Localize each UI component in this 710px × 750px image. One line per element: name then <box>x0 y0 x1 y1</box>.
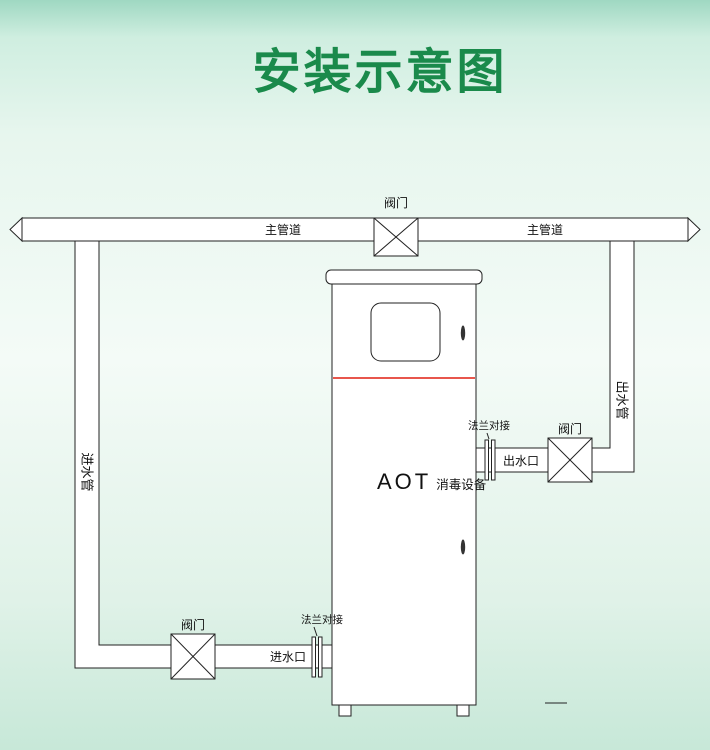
flange-inlet-plate-1 <box>311 636 316 678</box>
device-type-label: 消毒设备 <box>436 477 487 492</box>
pipe-end-arrow-left-icon <box>9 216 23 243</box>
cabinet-top-cap <box>325 269 483 285</box>
door-handle-bottom-icon <box>460 539 466 555</box>
valve-outlet-cross-icon <box>547 437 593 483</box>
cabinet-foot-left <box>338 704 352 717</box>
door-handle-top-icon <box>460 325 466 341</box>
flange-inlet-leader-line <box>313 626 318 637</box>
flange-outlet-leader-line <box>486 432 490 440</box>
cabinet-foot-right <box>456 704 470 717</box>
outlet-pipe-label: 出水管 <box>615 380 630 419</box>
inlet-port-label: 进水口 <box>270 650 306 664</box>
flange-outlet-label: 法兰对接 <box>468 419 510 432</box>
inlet-pipe <box>74 240 333 669</box>
valve-inlet <box>170 633 216 680</box>
valve-inlet-cross-icon <box>170 633 216 680</box>
main-pipe-label-left: 主管道 <box>265 222 301 237</box>
main-pipe-label-right: 主管道 <box>527 222 563 237</box>
flange-inlet <box>311 636 323 678</box>
valve-inlet-label: 阀门 <box>181 617 205 632</box>
valve-outlet-label: 阀门 <box>558 421 582 436</box>
main-pipe-body <box>21 217 689 242</box>
pipe-end-arrow-right-icon <box>687 216 701 243</box>
inlet-pipe-label: 进水管 <box>80 452 95 491</box>
valve-top <box>373 217 419 257</box>
page-title: 安装示意图 <box>252 46 507 99</box>
valve-top-cross-icon <box>373 217 419 257</box>
flange-inlet-label: 法兰对接 <box>301 613 343 626</box>
outlet-pipe <box>475 240 635 473</box>
device-label: AOT 消毒设备 <box>377 469 487 494</box>
flange-outlet-plate-1 <box>484 439 489 481</box>
flange-outlet <box>484 439 496 481</box>
valve-top-label: 阀门 <box>384 195 408 210</box>
device-cabinet: AOT 消毒设备 <box>325 269 487 717</box>
main-pipe <box>9 216 701 243</box>
device-name-label: AOT <box>377 469 431 494</box>
cabinet-window <box>370 302 441 362</box>
cabinet-body <box>331 283 477 706</box>
outlet-port-label: 出水口 <box>503 454 539 468</box>
flange-outlet-plate-2 <box>491 439 496 481</box>
valve-outlet <box>547 437 593 483</box>
flange-inlet-plate-2 <box>318 636 323 678</box>
